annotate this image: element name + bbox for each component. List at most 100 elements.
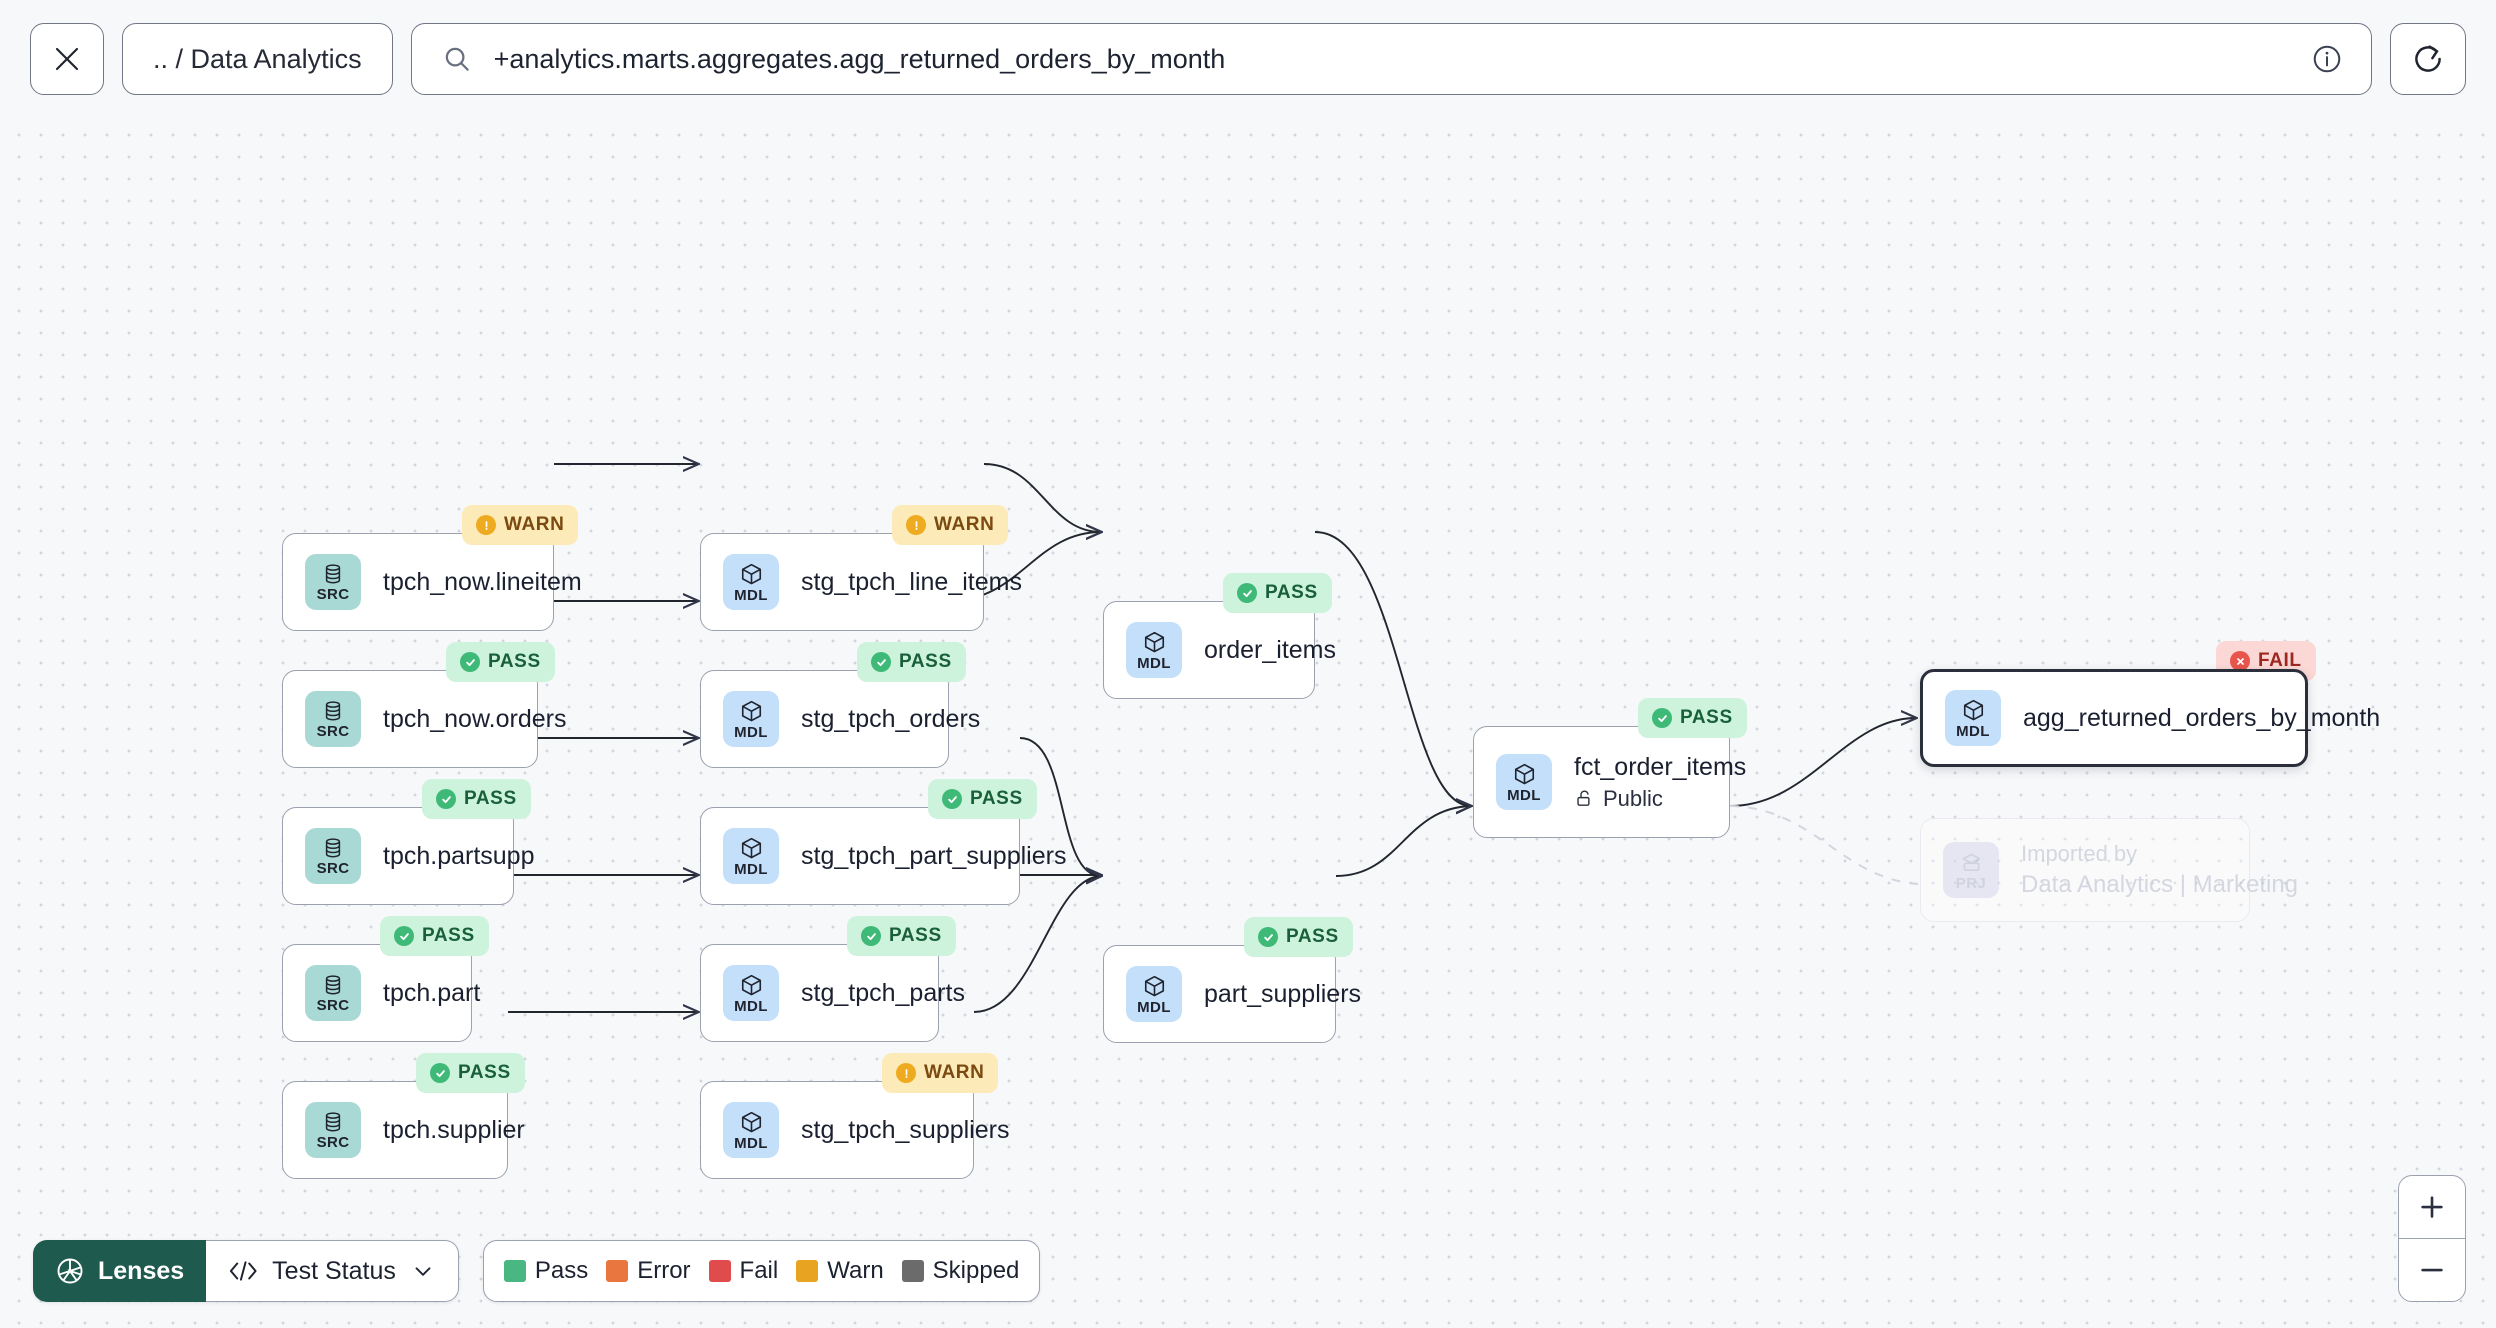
zoom-in-button[interactable] xyxy=(2399,1176,2465,1238)
node-type-badge-mdl: MDL xyxy=(1496,754,1552,810)
legend-item-skipped[interactable]: Skipped xyxy=(901,1257,1019,1285)
status-dot xyxy=(394,926,414,946)
legend-item-fail[interactable]: Fail xyxy=(708,1257,778,1285)
node-type-badge-prj: PRJ xyxy=(1943,842,1999,898)
status-badge-stg_tpch_parts: PASS xyxy=(847,916,956,956)
node-type-badge-mdl: MDL xyxy=(1945,690,2001,746)
database-icon xyxy=(325,975,341,995)
node-type-label: MDL xyxy=(734,723,768,741)
warn-glyph-icon xyxy=(905,1068,907,1078)
pass-glyph-icon xyxy=(435,1069,445,1077)
node-type-badge-mdl: MDL xyxy=(1126,966,1182,1022)
refresh-icon xyxy=(2415,45,2441,72)
status-badge-tpch_partsupp: PASS xyxy=(422,779,531,819)
legend-item-pass[interactable]: Pass xyxy=(503,1257,589,1285)
cube-icon xyxy=(1144,975,1164,996)
lenses-label: Lenses xyxy=(98,1256,185,1285)
breadcrumb-button[interactable]: .. / Data Analytics xyxy=(122,23,393,95)
lineage-node-imported-by-project: PRJ Imported by Data Analytics | Marketing xyxy=(1920,818,2298,922)
node-subtitle-wrap: Public xyxy=(1574,786,1746,812)
node-text: tpch.partsupp xyxy=(383,842,535,871)
cube-icon xyxy=(1144,631,1164,652)
node-subtitle: Public xyxy=(1603,785,1663,811)
node-title: part_suppliers xyxy=(1204,979,1362,1008)
node-type-label: SRC xyxy=(316,860,350,877)
status-badge-tpch_part: PASS xyxy=(380,916,489,956)
zoom-divider xyxy=(2399,1238,2465,1239)
top-toolbar: .. / Data Analytics +analytics.marts.agg… xyxy=(0,0,2496,118)
status-badge-stg_tpch_orders: PASS xyxy=(857,642,966,682)
lenses-button[interactable]: Lenses xyxy=(33,1240,207,1302)
node-text: order_items xyxy=(1204,636,1336,665)
legend-swatch-skipped xyxy=(901,1260,924,1282)
node-title: stg_tpch_part_suppliers xyxy=(801,841,1067,870)
node-type-label: MDL xyxy=(1956,722,1990,740)
status-dot xyxy=(460,652,480,672)
pass-glyph-icon xyxy=(441,795,451,803)
node-type-badge-mdl: MDL xyxy=(723,554,779,610)
node-text: stg_tpch_part_suppliers xyxy=(801,842,1066,871)
search-icon xyxy=(445,47,469,71)
lineage-node-part_suppliers[interactable]: MDL part_suppliers xyxy=(1103,945,1361,1043)
node-type-badge-src: SRC xyxy=(305,1102,361,1158)
node-title: stg_tpch_parts xyxy=(801,978,965,1007)
lineage-search-input[interactable]: +analytics.marts.aggregates.agg_returned… xyxy=(410,23,2372,95)
node-type-label: SRC xyxy=(316,1134,350,1151)
code-icon xyxy=(230,1261,257,1281)
status-label: PASS xyxy=(899,651,952,672)
test-status-dropdown[interactable]: Test Status xyxy=(206,1240,459,1302)
node-subtitle-wrap: Data Analytics | Marketing xyxy=(2021,871,2298,899)
test-status-label: Test Status xyxy=(272,1256,396,1285)
info-icon[interactable] xyxy=(2311,43,2343,75)
node-title: order_items xyxy=(1204,635,1336,664)
node-type-badge-src: SRC xyxy=(305,554,361,610)
status-label: PASS xyxy=(464,788,517,809)
refresh-button[interactable] xyxy=(2390,23,2466,95)
unlock-icon xyxy=(1577,790,1590,806)
cube-icon xyxy=(1963,699,1983,720)
status-dot xyxy=(2230,651,2250,671)
node-text: tpch_now.orders xyxy=(383,705,566,734)
aperture-icon xyxy=(57,1258,83,1284)
node-title: Imported by xyxy=(2021,841,2138,866)
legend-item-error[interactable]: Error xyxy=(606,1257,691,1285)
pass-glyph-icon xyxy=(947,795,957,803)
close-button[interactable] xyxy=(30,23,104,95)
legend-swatch-fail xyxy=(708,1260,731,1282)
status-label: PASS xyxy=(1265,582,1318,603)
node-text: Imported by Data Analytics | Marketing xyxy=(2021,841,2298,899)
legend-swatch-error xyxy=(606,1260,629,1282)
legend-label: Pass xyxy=(534,1257,589,1284)
status-badge-stg_tpch_line_items: WARN xyxy=(892,505,1009,545)
node-subtitle: Data Analytics | Marketing xyxy=(2021,871,2299,898)
node-type-label: MDL xyxy=(1137,998,1171,1016)
zoom-controls xyxy=(2398,1175,2466,1302)
status-label: PASS xyxy=(488,651,541,672)
status-badge-stg_tpch_suppliers: WARN xyxy=(882,1053,999,1093)
node-type-badge-mdl: MDL xyxy=(723,691,779,747)
pass-glyph-icon xyxy=(465,658,475,666)
lenses-control-group: Lenses Test Status xyxy=(33,1240,459,1302)
zoom-out-button[interactable] xyxy=(2399,1239,2465,1301)
lineage-node-agg_returned_orders_by_month[interactable]: MDL agg_returned_orders_by_month xyxy=(1920,669,2380,767)
status-label: PASS xyxy=(1680,707,1733,728)
status-legend: Pass Error Fail Warn Skipped xyxy=(482,1240,1041,1302)
status-label: PASS xyxy=(889,925,942,946)
status-dot xyxy=(906,515,926,535)
node-text: agg_returned_orders_by_month xyxy=(2023,704,2380,733)
lineage-node-tpch_partsupp[interactable]: SRC tpch.partsupp xyxy=(282,807,535,905)
legend-item-warn[interactable]: Warn xyxy=(796,1257,884,1285)
